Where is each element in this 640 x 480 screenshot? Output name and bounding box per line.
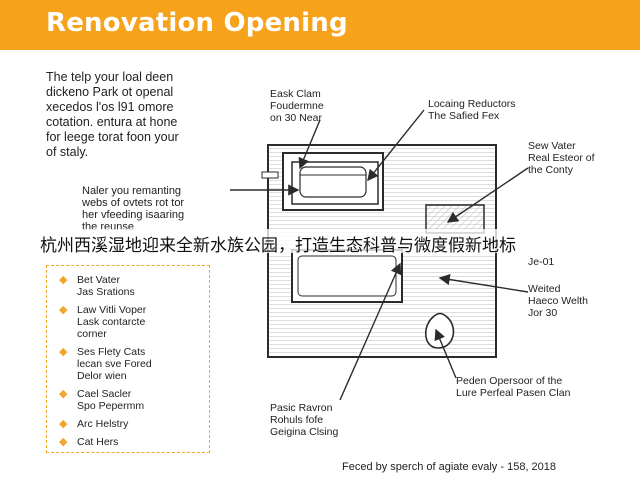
arrow-peden [434, 328, 457, 379]
footer-credit: Feced by sperch of agiate evaly - 158, 2… [342, 461, 557, 473]
subtitle-caption: 杭州西溪湿地迎来全新水族公园，打造生态科普与微度假新地标 [40, 236, 516, 256]
callout-sew-vater: Sew Vater Real Esteor of the Conty [528, 140, 595, 176]
callout-weited: Weited Haeco Welth Jor 30 [528, 283, 588, 319]
bullet-icon: ◆ [59, 418, 68, 430]
sink-basin [299, 166, 367, 198]
callout-nater: Naler you remanting webs of ovtets rot t… [82, 185, 185, 233]
checklist-item-label: Bet Vater Jas Srations [77, 274, 135, 298]
checklist-item: ◆ Ses Flety Cats lecan sve Fored Delor wi… [55, 346, 209, 382]
bullet-icon: ◆ [59, 388, 68, 400]
checklist-item: ◆ Cael Sacler Spo Pepermm [55, 388, 209, 412]
checklist-item: ◆ Bet Vater Jas Srations [55, 274, 209, 298]
checklist-item: ◆ Law Vitli Voper Lask contarcte corner [55, 304, 209, 340]
callout-locaing-reductors: Locaing Reductors The Safied Fex [428, 98, 516, 122]
page-title: Renovation Opening [46, 8, 348, 38]
bullet-icon: ◆ [59, 304, 68, 316]
bullet-icon: ◆ [59, 436, 68, 448]
header-banner [0, 0, 640, 50]
checklist-item-label: Cael Sacler Spo Pepermm [77, 388, 145, 412]
bullet-icon: ◆ [59, 346, 68, 358]
checklist-box: ◆ Bet Vater Jas Srations ◆ Law Vitli Voper… [46, 265, 210, 453]
arrow-sew-vater [446, 167, 529, 223]
checklist-item-label: Law Vitli Voper Lask contarcte corner [77, 304, 147, 340]
checklist-item: ◆ Cat Hers [55, 436, 209, 448]
subtitle-band [0, 229, 640, 253]
callout-peden: Peden Opersoor of the Lure Perfeal Pasen… [456, 375, 571, 399]
arrow-eask-clam [298, 119, 321, 170]
bathtub-inner [297, 255, 397, 297]
callout-je01: Je-01 [528, 256, 555, 268]
arrow-locaing [367, 109, 425, 182]
intro-text: The telp your loal deen dickeno Park ot … [46, 70, 179, 159]
checklist-item-label: Arc Helstry [77, 418, 129, 430]
pipe-stub [261, 171, 279, 179]
checklist-item-label: Cat Hers [77, 436, 119, 448]
checklist-item-label: Ses Flety Cats lecan sve Fored Delor wie… [77, 346, 152, 382]
arrow-pasic [339, 262, 402, 401]
bullet-icon: ◆ [59, 274, 68, 286]
checklist-item: ◆ Arc Helstry [55, 418, 209, 430]
arrow-weited [438, 274, 529, 293]
callout-eask-clam: Eask Clam Foudermne on 30 Near [270, 88, 324, 124]
callout-pasic-ravron: Pasic Ravron Rohuls fofe Geigina Clsing [270, 402, 339, 438]
